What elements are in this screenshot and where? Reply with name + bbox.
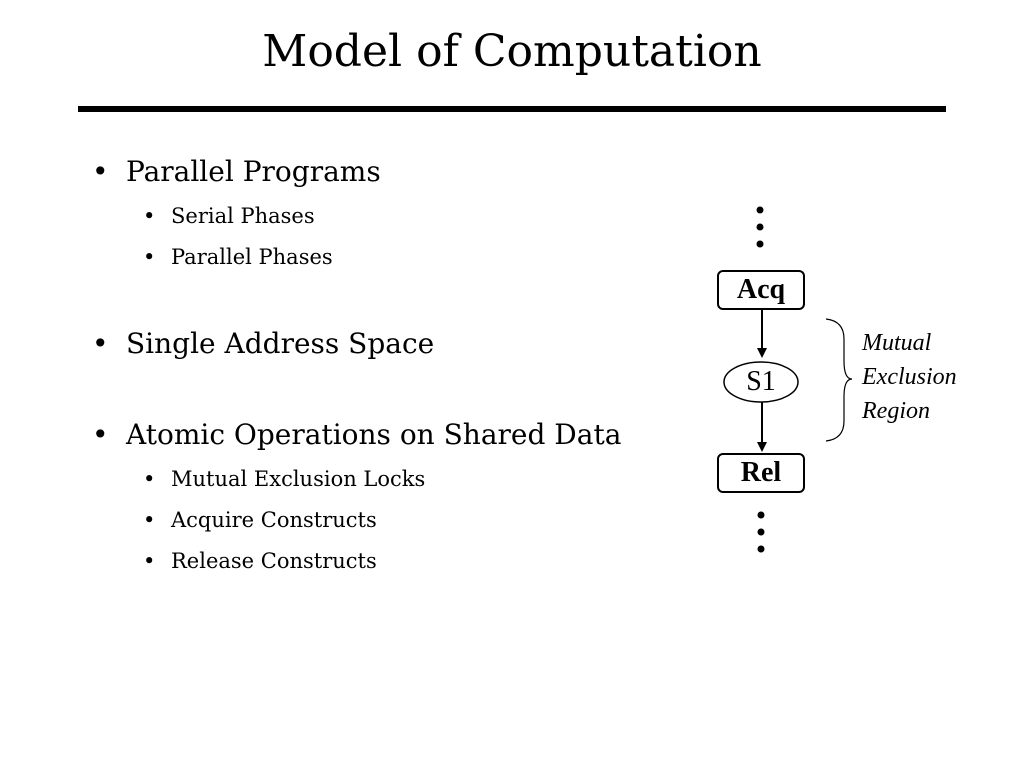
bullet-parallel-programs: Parallel Programs	[126, 155, 381, 188]
ellipsis-dot-top-1	[756, 206, 764, 214]
sub-bullet-release-constructs: Release Constructs	[171, 549, 377, 573]
region-label-line-3: Region	[862, 398, 930, 424]
title-divider	[78, 106, 946, 112]
sub-bullet-serial-phases: Serial Phases	[171, 204, 315, 228]
diagram-graphics	[723, 206, 853, 553]
sub-bullet-mutual-exclusion-locks: Mutual Exclusion Locks	[171, 467, 426, 491]
bullet-marker: •	[92, 155, 109, 188]
ellipsis-dot-top-3	[756, 240, 764, 248]
region-label-line-1: Mutual	[862, 330, 932, 356]
sub-bullet-marker: •	[143, 467, 156, 491]
sub-bullet-marker: •	[143, 508, 156, 532]
bullet-atomic-operations: Atomic Operations on Shared Data	[126, 418, 622, 451]
ellipsis-dot-bottom-1	[757, 511, 765, 519]
bullet-list: • Parallel Programs • Serial Phases • Pa…	[92, 155, 622, 573]
bullet-marker: •	[92, 327, 109, 360]
ellipsis-dot-bottom-2	[757, 528, 765, 536]
sub-bullet-marker: •	[143, 204, 156, 228]
sub-bullet-parallel-phases: Parallel Phases	[171, 245, 333, 269]
region-brace	[825, 318, 853, 442]
sub-bullet-marker: •	[143, 245, 156, 269]
bullet-marker: •	[92, 418, 109, 451]
ellipsis-dot-top-2	[756, 223, 764, 231]
slide-title: Model of Computation	[262, 26, 762, 77]
sub-bullet-acquire-constructs: Acquire Constructs	[171, 508, 377, 532]
release-node: Rel	[717, 453, 805, 493]
ellipsis-dot-bottom-3	[757, 545, 765, 553]
statement-label: S1	[746, 366, 776, 397]
bullet-single-address-space: Single Address Space	[126, 327, 435, 360]
mutual-exclusion-diagram: Acq S1 Rel Mutual Exclusion Region	[690, 195, 1010, 575]
sub-bullet-marker: •	[143, 549, 156, 573]
region-label-line-2: Exclusion	[862, 364, 957, 390]
acquire-node: Acq	[717, 270, 805, 310]
